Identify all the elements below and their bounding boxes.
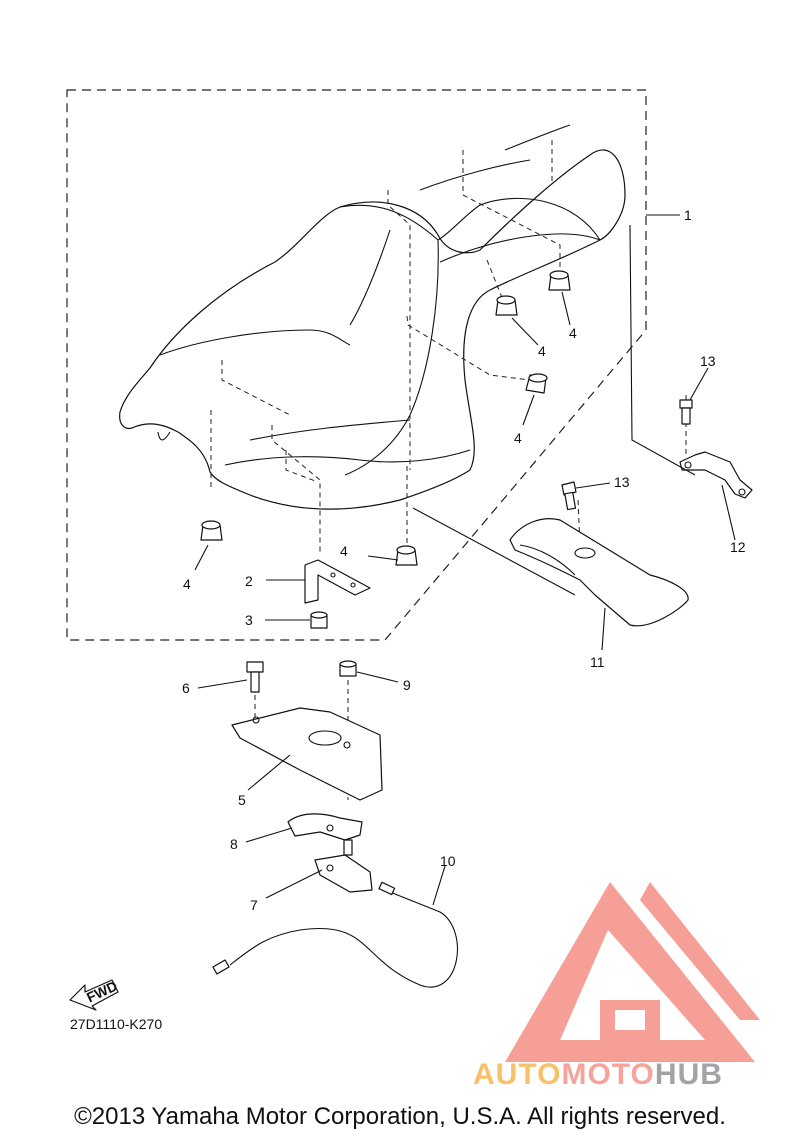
plate-part-11 (509, 518, 689, 627)
watermark-brand: AUTOMOTOHUB (473, 1058, 723, 1092)
callout-7: 7 (250, 897, 258, 913)
watermark-part-moto: MOTO (561, 1058, 655, 1091)
callout-numbers: 1 2 3 4 4 4 4 4 5 6 7 8 9 10 11 12 13 13 (182, 207, 746, 913)
callout-1: 1 (684, 207, 692, 223)
callout-4: 4 (569, 325, 577, 341)
plate-part-5 (231, 707, 383, 801)
callout-12: 12 (730, 539, 746, 555)
callout-10: 10 (440, 853, 456, 869)
callout-3: 3 (245, 612, 253, 628)
callout-6: 6 (182, 680, 190, 696)
diagram-code: 27D1110-K270 (70, 1016, 163, 1032)
seat-assembly (119, 124, 626, 510)
watermark-logo-icon (505, 882, 760, 1062)
watermark-part-hub: HUB (654, 1058, 723, 1091)
mount-guide-lines (210, 140, 687, 800)
bolt-part-13a (679, 399, 693, 425)
callout-13: 13 (614, 474, 630, 490)
callout-2: 2 (245, 573, 253, 589)
leader-lines (194, 214, 736, 906)
callout-9: 9 (403, 677, 411, 693)
bracket-part-2 (304, 559, 371, 604)
bolt-part-13b (561, 481, 577, 511)
watermark-part-auto: AUTO (473, 1058, 562, 1091)
callout-4: 4 (538, 343, 546, 359)
bolt-part-6 (246, 661, 264, 693)
callout-13: 13 (700, 353, 716, 369)
copyright-notice: ©2013 Yamaha Motor Corporation, U.S.A. A… (74, 1103, 726, 1130)
cable-part-10 (212, 881, 458, 988)
callout-5: 5 (238, 792, 246, 808)
nut-part-9 (339, 660, 357, 677)
bracket-part-12 (679, 451, 753, 499)
callout-4: 4 (183, 576, 191, 592)
fwd-arrow-icon: FWD (69, 978, 120, 1011)
nut-part-3 (310, 611, 328, 629)
callout-11: 11 (590, 654, 605, 670)
damper-parts (200, 270, 571, 566)
lock-part-8 (287, 813, 363, 841)
assembly-boundary (66, 89, 647, 641)
callout-4: 4 (340, 543, 348, 559)
callout-8: 8 (230, 836, 238, 852)
callout-4: 4 (514, 430, 522, 446)
lock-part-7 (314, 839, 373, 893)
